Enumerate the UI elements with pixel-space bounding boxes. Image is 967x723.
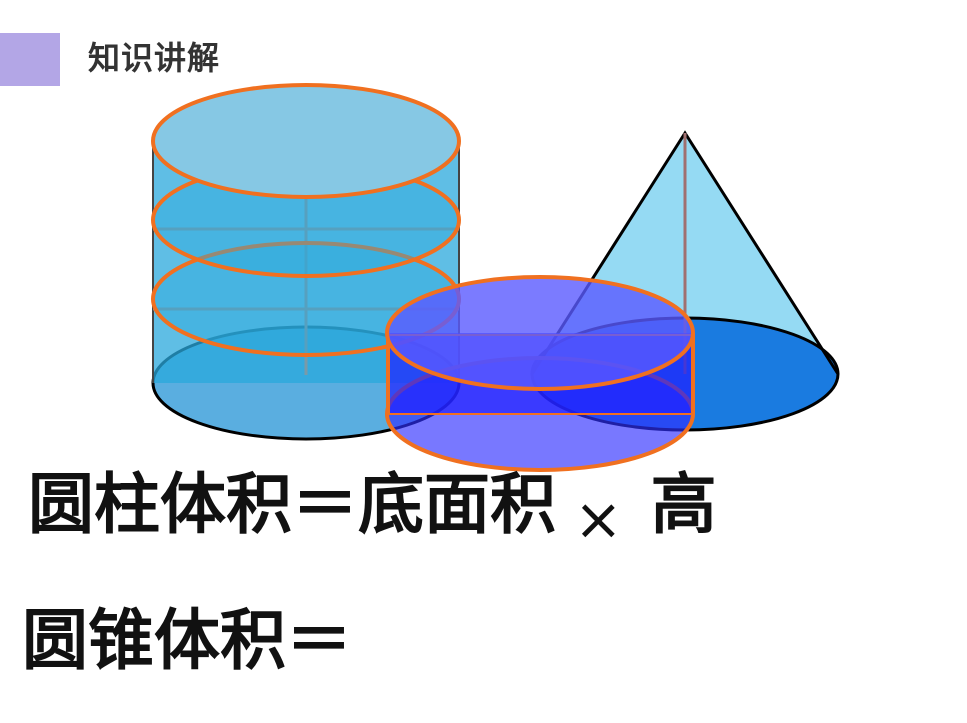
cylinder-formula-lhs: 圆柱体积＝底面积 — [28, 466, 556, 543]
multiply-sign: × — [574, 485, 623, 553]
cylinder-formula-rhs: 高 — [650, 466, 717, 543]
cylinder-volume-formula: 圆柱体积＝底面积×高 — [28, 472, 717, 553]
page-title: 知识讲解 — [88, 39, 221, 77]
title-accent-block — [0, 33, 60, 86]
short-cylinder-icon — [385, 275, 695, 472]
cone-formula-lhs: 圆锥体积＝ — [22, 602, 352, 679]
cone-volume-formula: 圆锥体积＝ — [22, 608, 352, 674]
tall-cylinder-icon — [151, 83, 461, 441]
